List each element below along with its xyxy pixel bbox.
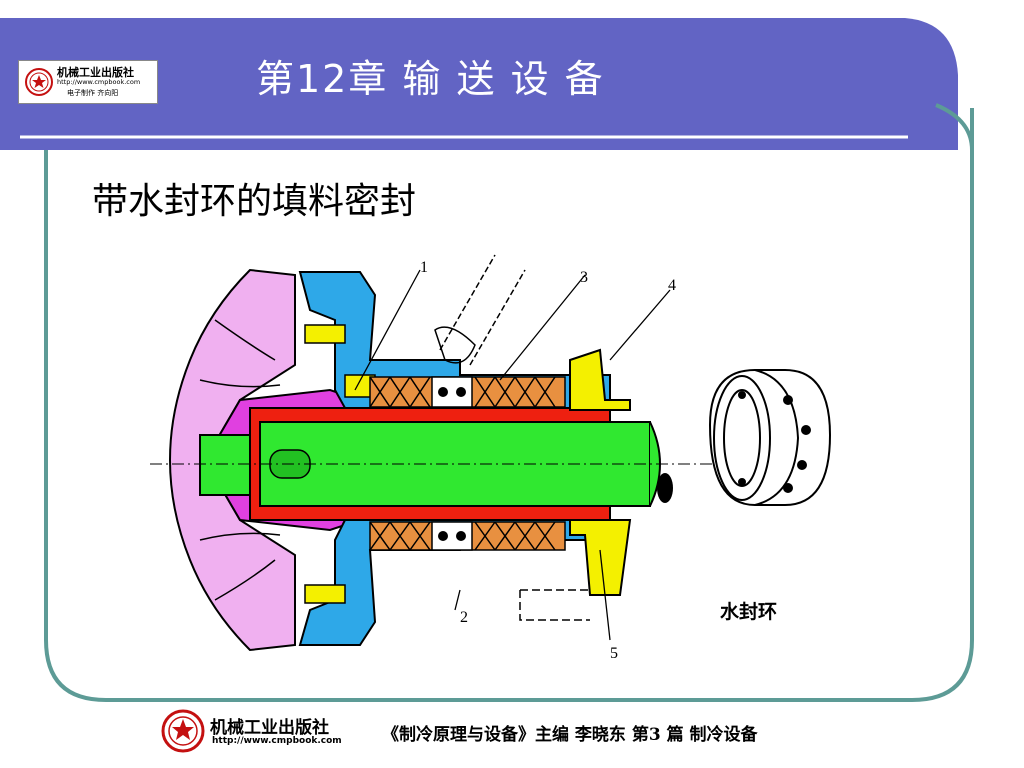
impeller xyxy=(168,268,296,652)
publisher-seal-icon xyxy=(25,68,53,96)
logo-publisher-name: 机械工业出版社 xyxy=(57,66,134,79)
footer-publisher-name: 机械工业出版社 xyxy=(210,718,329,738)
packing-rings-top xyxy=(369,376,566,408)
publisher-seal-icon xyxy=(161,709,205,753)
water-seal-ring-label: 水封环 xyxy=(720,600,777,623)
throat-bush-top xyxy=(304,324,346,344)
gland-bottom xyxy=(569,519,632,596)
gland-top xyxy=(569,348,631,411)
throat-bush-bottom xyxy=(304,584,346,604)
footer-book-info: 《制冷原理与设备》主编 李晓东 第3 篇 制冷设备 xyxy=(382,725,758,745)
logo-url: http://www.cmpbook.com xyxy=(57,78,141,86)
footer: 机械工业出版社 http://www.cmpbook.com 《制冷原理与设备》… xyxy=(160,708,880,758)
callout-5: 5 xyxy=(610,645,618,662)
shaft-nut xyxy=(199,434,251,496)
packing-seal-diagram: 1 3 4 2 5 水封环 xyxy=(150,254,832,662)
slide-heading: 带水封环的填料密封 xyxy=(92,181,417,222)
callout-4: 4 xyxy=(668,277,676,294)
logo-subtitle: 电子制作 齐向阳 xyxy=(67,89,119,97)
footer-url: http://www.cmpbook.com xyxy=(212,736,342,746)
chapter-title: 第12章 输 送 设 备 xyxy=(256,57,605,101)
callout-3: 3 xyxy=(580,269,588,286)
header-band xyxy=(0,18,958,150)
callout-1: 1 xyxy=(420,259,428,276)
publisher-logo-top: 机械工业出版社 http://www.cmpbook.com 电子制作 齐向阳 xyxy=(18,60,158,104)
water-seal-ring-view xyxy=(708,369,832,506)
packing-rings-bottom xyxy=(369,521,566,551)
callout-2: 2 xyxy=(460,609,468,626)
pump-casing-top xyxy=(298,271,611,409)
water-inlet-pipe xyxy=(434,254,526,366)
